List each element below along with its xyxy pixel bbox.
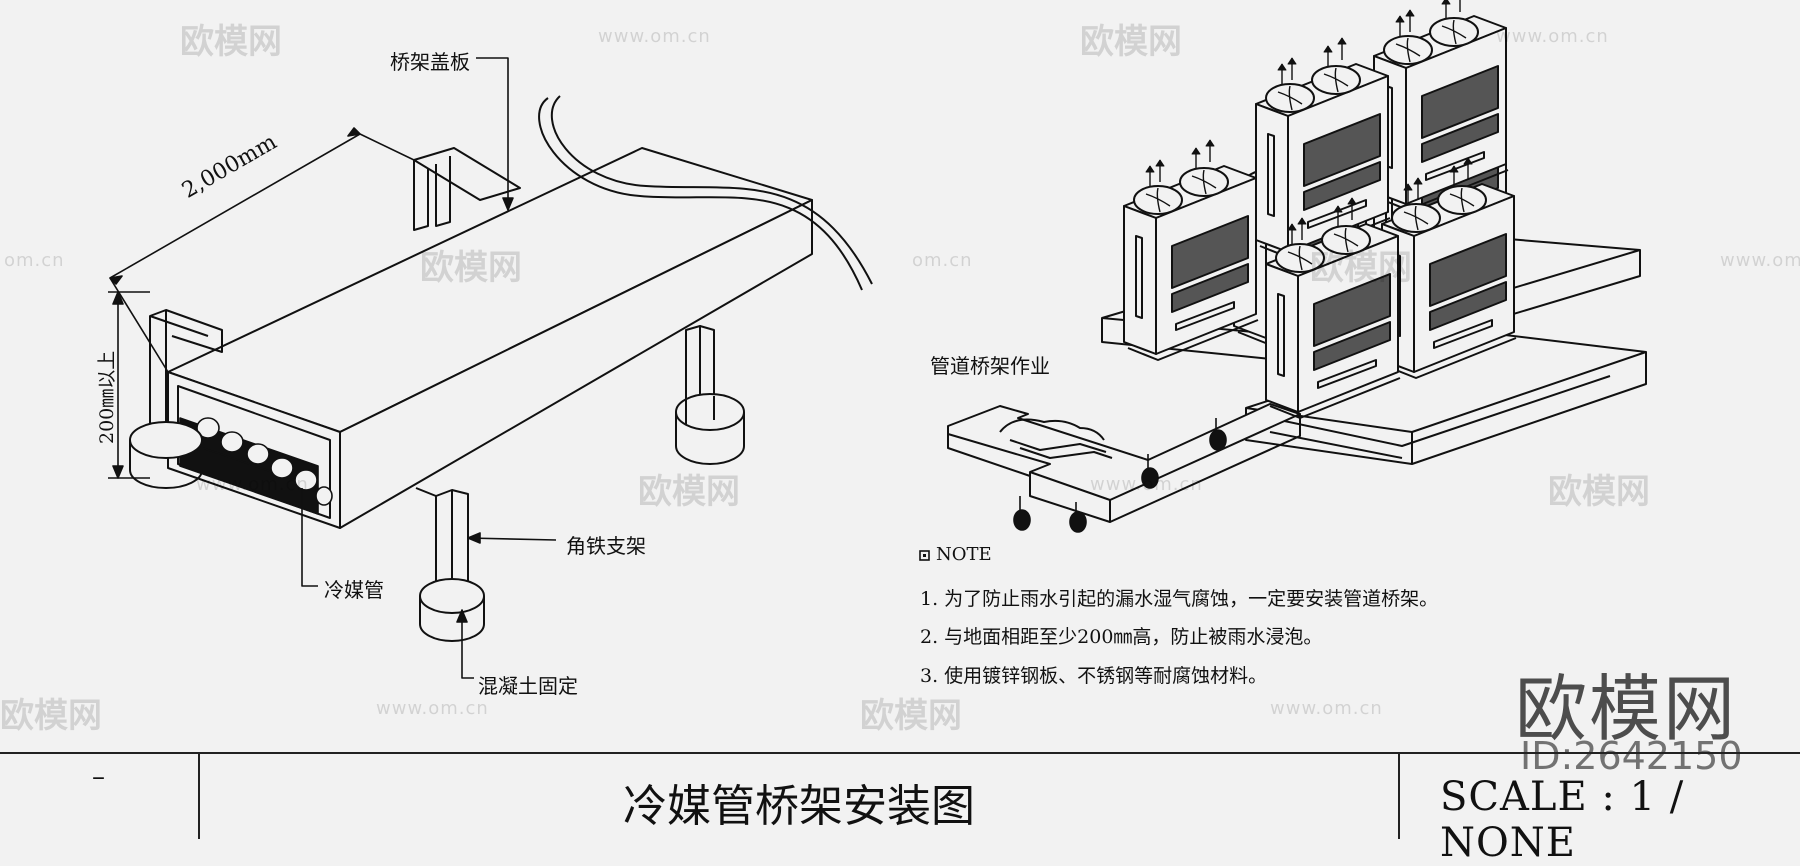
watermark-mark: 欧模网 [180,22,282,62]
tray-work-label: 管道桥架作业 [930,354,1050,378]
length-dimension [109,127,415,373]
title-block-scale: SCALE : 1 / NONE [1400,754,1800,866]
concrete-fix-label: 混凝土固定 [478,674,578,698]
angle-bracket-back [675,325,745,465]
cable-tray-drawing [108,57,873,679]
cover-plate-label: 桥架盖板 [390,50,470,74]
refrigerant-pipe-label: 冷媒管 [324,578,384,602]
pipe-tray-run [947,403,1301,533]
title-block: – 冷媒管桥架安装图 SCALE : 1 / NONE [0,752,1800,866]
drawing-scale: SCALE : 1 / NONE [1440,774,1685,866]
installation-drawing [108,0,1647,679]
watermark-url: www.om.cn [1720,250,1800,271]
watermark-url: om.cn [912,250,973,271]
height-dimension [108,291,150,479]
watermark-mark: 欧模网 [1548,472,1650,512]
watermark-mark: 欧模网 [420,248,522,288]
watermark-mark: 欧模网 [0,696,102,736]
watermark-url: www.om.cn [598,26,711,47]
brand-id: ID:2642150 [1520,734,1743,778]
brand-watermark: 欧模网 [1515,667,1738,751]
watermark-mark: 欧模网 [638,472,740,512]
leaders [301,57,557,679]
watermark-url: www.om.cn [376,698,489,719]
note-heading: NOTE [936,544,992,565]
angle-bracket-front-right [415,487,485,642]
watermark-url: www.om.cn [1496,26,1609,47]
watermark-url: om.cn [4,250,65,271]
watermark-url: www.om.cn [1270,698,1383,719]
angle-bracket-front-left [129,309,223,489]
drawing-number: – [92,762,105,792]
watermark-url: www.om.cn [1090,474,1203,495]
note-bullet [919,550,930,561]
title-block-left: – [0,754,200,839]
refrigerant-cable [538,97,863,291]
outdoor-unit-drawing [947,0,1647,533]
drawing-title: 冷媒管桥架安装图 [623,781,975,832]
watermark-mark: 欧模网 [1310,248,1412,288]
angle-bracket-far [413,147,521,231]
note-item-2: 2. 与地面相距至少200㎜高，防止被雨水浸泡。 [920,626,1323,648]
watermark-mark: 欧模网 [860,696,962,736]
note-item-3: 3. 使用镀锌钢板、不锈钢等耐腐蚀材料。 [920,665,1268,687]
height-dimension-label: 200㎜以上 [96,350,118,444]
watermark-mark: 欧模网 [1080,22,1182,62]
angle-bracket-label: 角铁支架 [566,534,646,558]
note-item-1: 1. 为了防止雨水引起的漏水湿气腐蚀，一定要安装管道桥架。 [920,588,1439,610]
title-block-title: 冷媒管桥架安装图 [200,754,1400,839]
watermark-url: www.om.cn [196,474,309,495]
